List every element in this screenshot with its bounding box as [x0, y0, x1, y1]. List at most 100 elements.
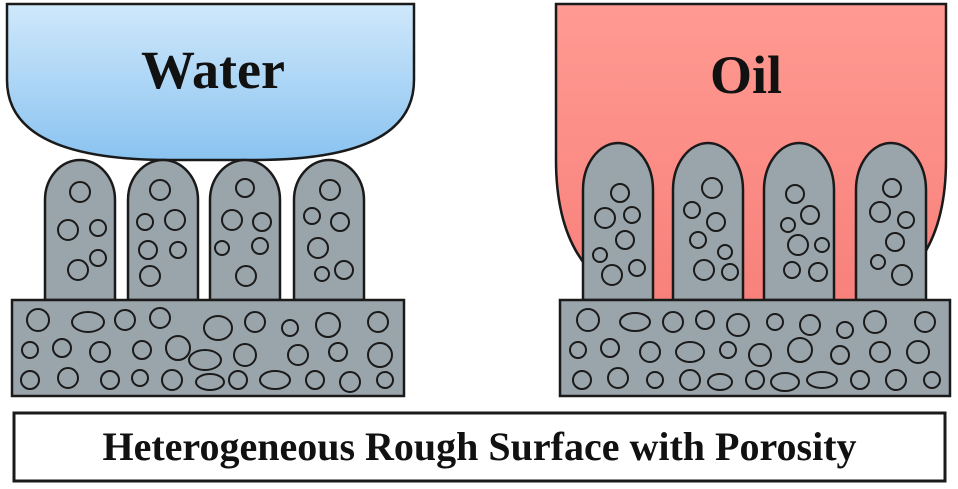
pore — [693, 259, 715, 281]
water-pillar-2-body — [126, 158, 200, 302]
pore — [770, 372, 800, 392]
pore — [376, 371, 394, 389]
pore — [906, 340, 930, 364]
oil-pillar-3 — [762, 141, 836, 302]
pore — [885, 232, 905, 252]
water-pillar-1 — [43, 158, 117, 302]
pore — [259, 370, 291, 390]
pore — [67, 259, 89, 281]
pore — [233, 343, 257, 367]
pore — [303, 207, 321, 225]
pore — [679, 369, 701, 391]
oil-pillar-4 — [854, 141, 928, 302]
pore — [21, 341, 39, 359]
water-pillar-2 — [126, 158, 200, 302]
pore — [869, 201, 891, 223]
water-pillar-4 — [292, 158, 366, 302]
water-label: Water — [141, 40, 285, 100]
pore — [600, 338, 620, 358]
pore — [89, 341, 111, 363]
pore — [675, 341, 705, 363]
pore — [830, 345, 850, 365]
pore — [689, 231, 707, 249]
pore — [149, 307, 171, 329]
pore — [252, 212, 272, 232]
pore — [923, 371, 941, 389]
pore — [592, 247, 608, 263]
pore — [244, 311, 266, 333]
pore — [726, 313, 750, 337]
pore — [885, 369, 907, 391]
pore — [149, 179, 171, 201]
pore — [706, 212, 726, 232]
pore — [26, 308, 50, 332]
pore — [235, 178, 255, 198]
water-panel: Water — [5, 2, 416, 398]
pore — [869, 341, 891, 363]
pore — [334, 260, 354, 280]
pore — [71, 311, 105, 333]
pore — [623, 206, 641, 224]
pore — [57, 367, 79, 389]
pore — [203, 315, 233, 341]
pore — [808, 262, 828, 282]
oil-pillar-3-body — [762, 141, 836, 302]
pore — [89, 249, 107, 267]
pore — [328, 342, 348, 362]
pore — [188, 349, 222, 371]
pore — [914, 311, 936, 333]
caption-box: Heterogeneous Rough Surface with Porosit… — [12, 411, 947, 483]
pore — [89, 219, 107, 237]
pore — [863, 310, 887, 334]
oil-pillar-2 — [671, 141, 745, 302]
pore — [569, 341, 587, 359]
pore — [330, 212, 350, 232]
pore — [594, 207, 616, 229]
pore — [695, 310, 715, 330]
pore — [319, 179, 341, 201]
pore — [748, 343, 772, 367]
pore — [164, 209, 186, 231]
pore — [576, 308, 600, 332]
pore — [228, 370, 248, 390]
pore — [367, 311, 389, 333]
water-pillar-3-body — [208, 158, 282, 302]
pore — [69, 181, 91, 203]
pore — [806, 371, 838, 389]
pore — [662, 311, 684, 333]
pore — [221, 209, 243, 231]
pore — [766, 313, 784, 331]
pore — [305, 370, 325, 390]
pore — [572, 370, 592, 390]
pore — [783, 261, 801, 279]
pore — [235, 265, 257, 287]
pore — [131, 369, 149, 387]
pore — [315, 312, 341, 338]
pore — [639, 341, 661, 363]
pore — [214, 240, 230, 256]
pore — [52, 338, 72, 358]
pore — [707, 373, 733, 391]
water-droplet — [5, 2, 416, 162]
pore — [719, 341, 737, 359]
pore — [745, 370, 765, 390]
oil-pillar-1 — [581, 141, 655, 302]
pore — [314, 266, 330, 282]
oil-pillar-4-body — [854, 141, 928, 302]
pore — [701, 177, 723, 199]
oil-panel: Oil — [554, 2, 952, 398]
pore — [814, 237, 830, 253]
pore — [836, 321, 854, 339]
water-pillar-3 — [208, 158, 282, 302]
caption-frame — [12, 411, 947, 483]
pore — [646, 371, 664, 389]
pore — [20, 370, 40, 390]
pore — [619, 312, 651, 332]
pore — [787, 234, 809, 256]
pore — [100, 370, 120, 390]
pore — [307, 237, 329, 259]
pore — [800, 205, 820, 225]
pore — [717, 244, 733, 260]
pore — [132, 340, 152, 360]
